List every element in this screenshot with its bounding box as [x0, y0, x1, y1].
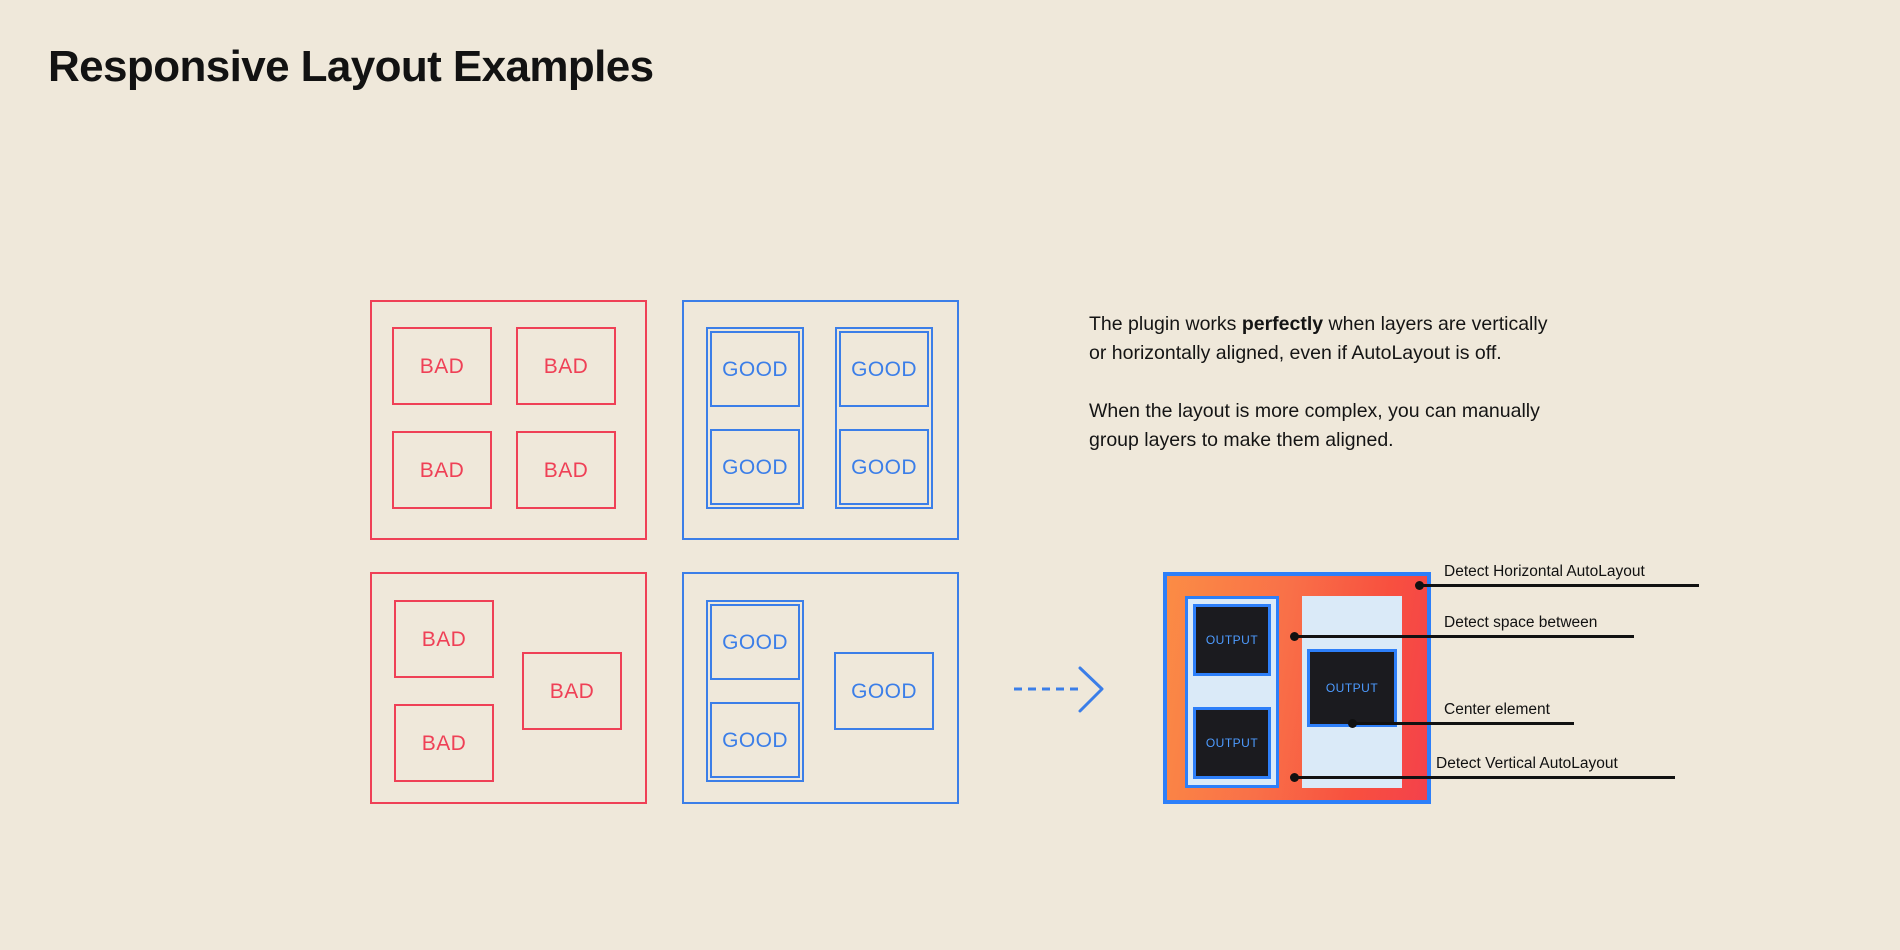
bad-cell: BAD — [394, 600, 494, 678]
bad-cell: BAD — [392, 431, 492, 509]
cell-label: BAD — [543, 354, 589, 378]
annotation-line — [1294, 776, 1675, 779]
good-group-wrapper: GOOD GOOD — [706, 327, 804, 509]
output-panel-left: OUTPUT OUTPUT — [1185, 596, 1279, 788]
cell-label: BAD — [419, 458, 465, 482]
cell-label: GOOD — [722, 630, 788, 654]
good-group-wrapper: GOOD GOOD — [706, 600, 804, 782]
annotation-label: Detect space between — [1444, 614, 1598, 631]
page-title: Responsive Layout Examples — [48, 42, 654, 91]
cell-label: GOOD — [851, 455, 917, 479]
output-box: OUTPUT — [1193, 604, 1271, 676]
good-cell: GOOD — [839, 429, 929, 505]
cell-label: GOOD — [851, 357, 917, 381]
copy-paragraph-1: The plugin works perfectly when layers a… — [1089, 310, 1559, 368]
bad-cell: BAD — [522, 652, 622, 730]
good-cell: GOOD — [710, 604, 800, 680]
good-cell: GOOD — [710, 429, 800, 505]
good-cell: GOOD — [839, 331, 929, 407]
cell-label: GOOD — [851, 679, 917, 703]
copy-p1-strong: perfectly — [1241, 313, 1324, 335]
example-bad-staggered: BAD BAD BAD — [370, 572, 647, 804]
output-box: OUTPUT — [1307, 649, 1397, 727]
output-panel-right: OUTPUT — [1302, 596, 1402, 788]
cell-label: GOOD — [722, 455, 788, 479]
good-cell: GOOD — [710, 331, 800, 407]
example-good-grid-2x2: GOOD GOOD GOOD GOOD — [682, 300, 959, 540]
annotation-label: Detect Horizontal AutoLayout — [1444, 563, 1645, 580]
output-figure: OUTPUT OUTPUT OUTPUT — [1163, 572, 1431, 804]
bad-cell: BAD — [394, 704, 494, 782]
example-bad-grid-2x2: BAD BAD BAD BAD — [370, 300, 647, 540]
cell-label: GOOD — [722, 728, 788, 752]
output-box: OUTPUT — [1193, 707, 1271, 779]
copy-p1-part-a: The plugin works — [1089, 313, 1242, 335]
cell-label: BAD — [419, 354, 465, 378]
output-box-label: OUTPUT — [1325, 681, 1379, 695]
cell-label: BAD — [549, 679, 595, 703]
cell-label: BAD — [421, 627, 467, 651]
annotation-label: Detect Vertical AutoLayout — [1436, 755, 1618, 772]
cell-label: GOOD — [722, 357, 788, 381]
bad-cell: BAD — [516, 327, 616, 405]
description-copy: The plugin works perfectly when layers a… — [1089, 310, 1559, 455]
copy-p1-part-b: when layers are vertically or horizontal… — [1089, 313, 1548, 364]
example-good-staggered: GOOD GOOD GOOD — [682, 572, 959, 804]
annotation-label: Center element — [1444, 701, 1550, 718]
bad-cell: BAD — [516, 431, 616, 509]
good-cell: GOOD — [834, 652, 934, 730]
good-cell: GOOD — [710, 702, 800, 778]
annotation-line — [1419, 584, 1699, 587]
cell-label: BAD — [543, 458, 589, 482]
copy-paragraph-2: When the layout is more complex, you can… — [1089, 400, 1540, 451]
transform-arrow — [1012, 660, 1112, 720]
annotation-line — [1352, 722, 1574, 725]
output-box-label: OUTPUT — [1205, 633, 1259, 647]
annotation-line — [1294, 635, 1634, 638]
output-box-label: OUTPUT — [1205, 736, 1259, 750]
good-group-wrapper: GOOD GOOD — [835, 327, 933, 509]
bad-cell: BAD — [392, 327, 492, 405]
cell-label: BAD — [421, 731, 467, 755]
arrow-right-icon — [1014, 666, 1104, 713]
